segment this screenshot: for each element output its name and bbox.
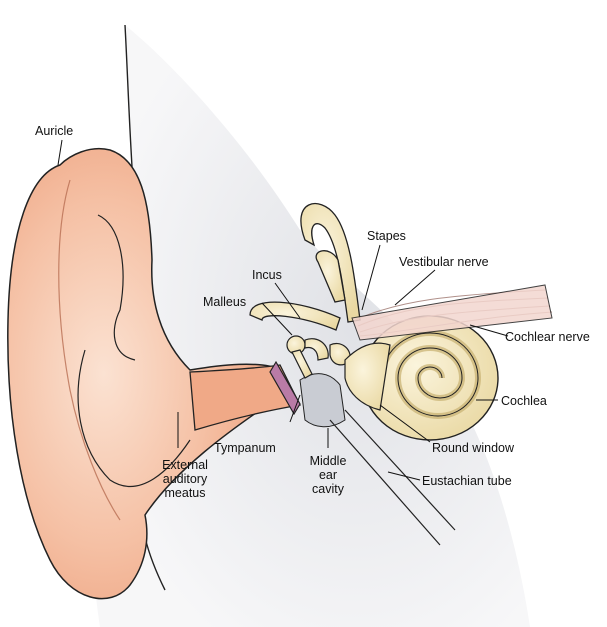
label-middle-ear-cavity-line-3: cavity xyxy=(300,482,356,496)
label-malleus: Malleus xyxy=(203,295,246,309)
label-external-auditory-meatus: External auditory meatus xyxy=(150,458,220,500)
label-eustachian-tube: Eustachian tube xyxy=(422,474,512,488)
label-external-auditory-meatus-line-2: auditory xyxy=(150,472,220,486)
label-round-window: Round window xyxy=(432,441,514,455)
label-middle-ear-cavity-line-2: ear xyxy=(300,468,356,482)
label-cochlea: Cochlea xyxy=(501,394,547,408)
label-middle-ear-cavity: Middle ear cavity xyxy=(300,454,356,496)
label-incus: Incus xyxy=(252,268,282,282)
label-external-auditory-meatus-line-1: External xyxy=(150,458,220,472)
label-auricle: Auricle xyxy=(35,124,73,138)
label-tympanum: Tympanum xyxy=(214,441,276,455)
label-stapes: Stapes xyxy=(367,229,406,243)
label-middle-ear-cavity-line-1: Middle xyxy=(300,454,356,468)
label-cochlear-nerve: Cochlear nerve xyxy=(505,330,590,344)
label-external-auditory-meatus-line-3: meatus xyxy=(150,486,220,500)
label-vestibular-nerve: Vestibular nerve xyxy=(399,255,489,269)
